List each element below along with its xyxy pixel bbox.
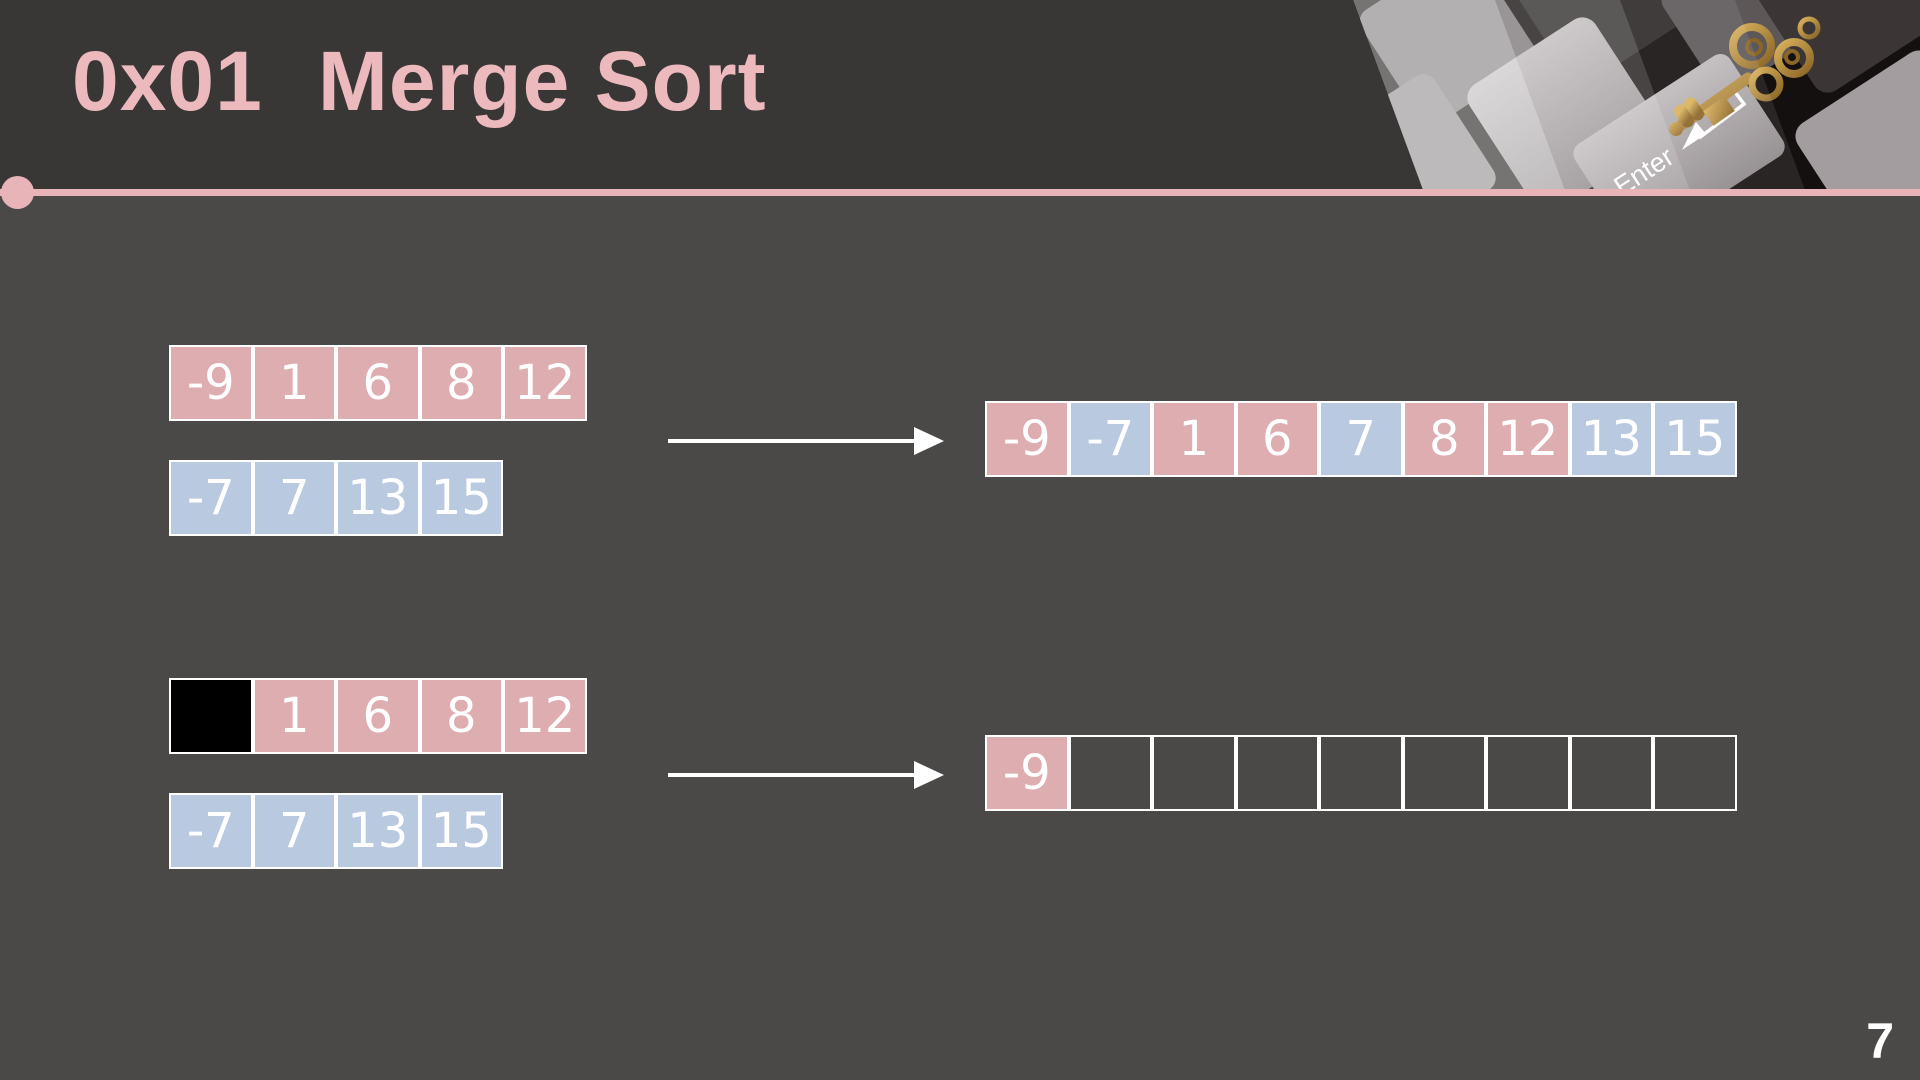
accent-dot — [1, 176, 34, 209]
array-cell: 12 — [503, 678, 587, 754]
merge-arrow-icon — [668, 761, 944, 789]
accent-rule — [0, 189, 1920, 196]
array-cell: -7 — [169, 460, 253, 536]
enter-key: Enter — [1573, 54, 1785, 190]
array-cell — [1319, 735, 1403, 811]
array-cell: 6 — [1235, 401, 1319, 477]
array-cell: -9 — [985, 735, 1069, 811]
array-cell: 7 — [252, 793, 336, 869]
array-cell: 15 — [419, 460, 503, 536]
array-cell: -7 — [1068, 401, 1152, 477]
title-text: Merge Sort — [317, 34, 767, 128]
array-cell — [1068, 735, 1152, 811]
array-cell — [169, 678, 253, 754]
array-cell: -9 — [169, 345, 253, 421]
gold-key-icon — [1669, 16, 1821, 136]
array-cell — [1152, 735, 1236, 811]
array-cell: 8 — [419, 678, 503, 754]
array-cell: 1 — [252, 345, 336, 421]
array-cell: 12 — [1486, 401, 1570, 477]
title-prefix: 0x01 — [72, 34, 263, 128]
array-cell — [1486, 735, 1570, 811]
array-cell: -9 — [985, 401, 1069, 477]
array-cell: 13 — [1569, 401, 1653, 477]
array-cell: -7 — [169, 793, 253, 869]
array-cell: 8 — [1402, 401, 1486, 477]
merge-arrow-icon — [668, 427, 944, 455]
enter-arrowhead-icon — [1682, 122, 1706, 150]
enter-arrow-icon — [1697, 86, 1747, 140]
keyboard-photo: Enter — [1353, 0, 1920, 190]
keycap — [1795, 50, 1920, 190]
array-cell: 1 — [1152, 401, 1236, 477]
array-cell: 8 — [419, 345, 503, 421]
array-cell — [1653, 735, 1737, 811]
array-cell — [1235, 735, 1319, 811]
array-cell: 1 — [252, 678, 336, 754]
page-number: 7 — [1866, 1013, 1894, 1069]
page-title: 0x01 Merge Sort — [72, 26, 767, 136]
array-cell — [1402, 735, 1486, 811]
array-cell: 6 — [336, 678, 420, 754]
example2-result-array: -9 — [985, 735, 1737, 811]
array-cell — [1569, 735, 1653, 811]
array-cell: 6 — [336, 345, 420, 421]
array-cell: 13 — [336, 793, 420, 869]
array-cell: 12 — [503, 345, 587, 421]
array-cell: 7 — [1319, 401, 1403, 477]
array-cell: 15 — [1653, 401, 1737, 477]
array-cell: 15 — [419, 793, 503, 869]
array-cell: 13 — [336, 460, 420, 536]
keyboard-photo-graphic: Enter — [1353, 0, 1920, 190]
array-cell: 7 — [252, 460, 336, 536]
